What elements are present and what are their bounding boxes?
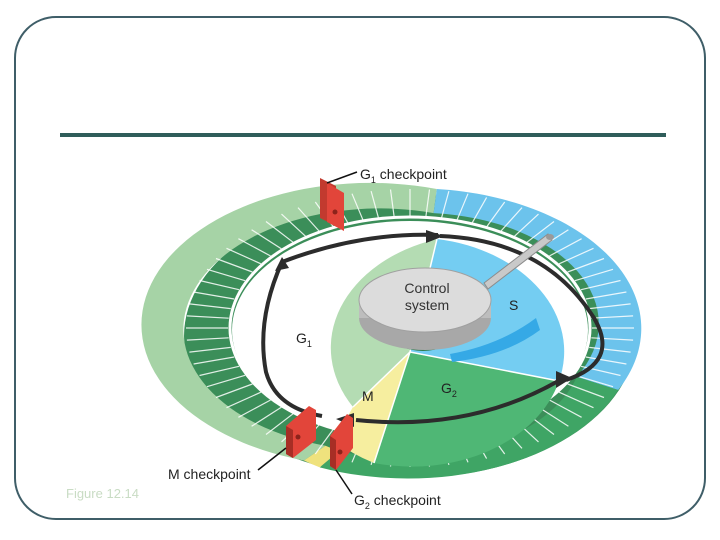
ring-segment-line [574,268,614,282]
ring-segment-line [471,197,488,224]
ring-segment-line [456,193,469,221]
g2-checkpoint-gate [330,414,353,470]
sector-g2 [374,352,559,467]
m-checkpoint-gate [286,406,316,458]
ring-segment-line [206,374,246,388]
ring-segment-line [215,383,253,399]
phase-s-label: S [509,297,519,313]
ring-segment-line [425,189,431,217]
control-system-label: Control system [404,280,450,313]
control-system [358,233,554,351]
ring-segment-line [186,315,229,319]
ring-segment-line [589,346,631,353]
slide-frame [14,16,706,520]
ring-segment-line [199,365,240,377]
title-rule [60,133,666,137]
ring-segment-line [585,356,627,365]
phase-m-label: M [362,388,374,404]
ring-segment-line [549,399,582,418]
figure-caption: Figure 12.14 [66,486,139,501]
ring-segment-line [526,221,555,243]
ring-segment-line [589,303,631,310]
ring-segment-line [265,413,294,435]
ring-g1 [141,182,437,461]
ring-segment-line [558,247,594,265]
ring-segment-line [574,374,614,388]
cycle-arrow [261,232,605,425]
ring-segment-line [441,190,450,218]
ring-segment-line [486,201,506,227]
m-checkpoint-label: M checkpoint [168,466,251,482]
ring-segment-line [215,257,253,273]
leader-lines [257,171,358,495]
ring-segment-line [226,391,262,409]
ring-segment-line [186,337,229,341]
ring-segment-line [189,346,231,353]
ring-segment-line [351,193,364,221]
ring-segment-line [238,238,271,257]
ring-segment-line [251,229,282,250]
g1-checkpoint-label: G1 checkpoint [360,166,447,185]
ring-segment-line [189,303,231,310]
ring-segment-line [591,337,634,341]
ring-segment-line [513,213,539,237]
ring-segment-line [370,190,379,218]
ring-segment-line [585,291,627,300]
ring-segment-line [314,429,334,455]
ring-segment-line [238,399,271,418]
ring-segment-line [199,279,240,291]
ring-segment-line [226,247,262,265]
ring-segment-line [251,406,282,427]
ring-segment-line [580,279,621,291]
g2-checkpoint-label: G2 checkpoint [354,492,441,511]
ring-segment-line [193,356,235,365]
ring-segment-line [591,315,634,319]
ring-segment-line [500,207,523,232]
ring-segment-line [567,383,605,399]
ring-segment-line [538,406,569,427]
ring-segment-line [206,268,246,282]
ring-segment-line [193,291,235,300]
g1-checkpoint-gate [320,178,344,231]
ring-segment-line [281,213,307,237]
ring-segment-line [389,189,395,217]
ring-segment-line [567,257,605,273]
ring-segment-line [297,207,320,232]
phase-g1-label: G1 [296,330,312,349]
ring-segment-line [558,391,594,409]
ring-segment-line [265,221,294,243]
ring-segment-line [549,238,582,257]
ring-s [433,189,642,390]
phase-g2-label: G2 [441,380,457,399]
